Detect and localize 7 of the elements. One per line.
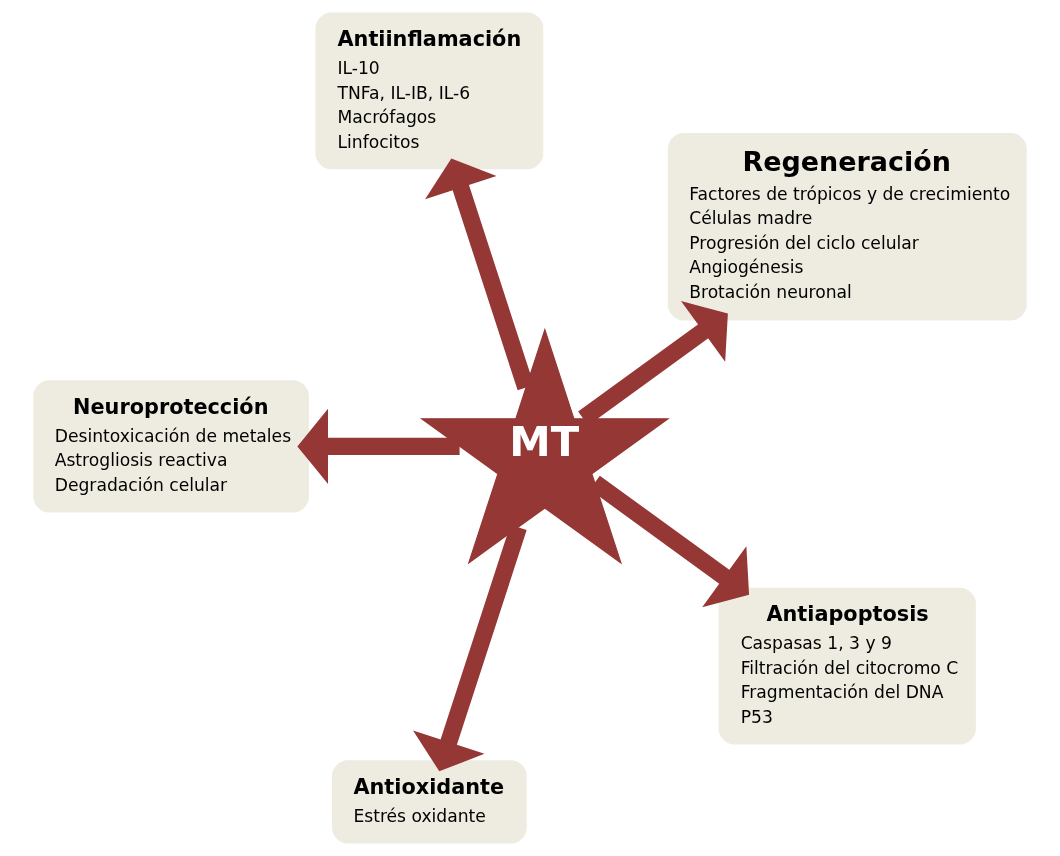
node-box: Regeneración Factores de trópicos y de crecimiento Células madre Progresión del ciclo celular Angiogénesis Brotación neuronal	[667, 132, 1027, 321]
arrow	[297, 408, 460, 484]
node-box: Antiapoptosis Caspasas 1, 3 y 9 Filtración del citocromo C Fragmentación del DNA P53	[718, 587, 976, 745]
node-box: Antiinflamación IL-10 TNFa, IL-IB, IL-6 Macrófagos Linfocitos	[315, 12, 544, 170]
node-box: Antioxidante Estrés oxidante	[331, 760, 527, 844]
node-box: Neuroprotección Desintoxicación de metales Astrogliosis reactiva Degradación celular	[33, 380, 309, 513]
arrow	[413, 524, 527, 772]
